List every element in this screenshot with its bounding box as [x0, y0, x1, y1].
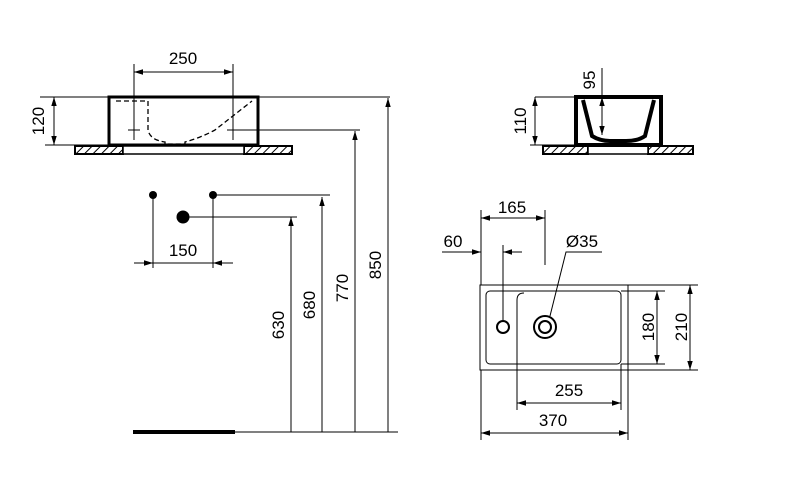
side-view: 110 95: [511, 68, 694, 155]
dim-630: 630: [269, 311, 288, 339]
top-view: 165 60 Ø35 180 210 255 370: [442, 198, 698, 440]
drain: [533, 315, 557, 339]
tap-hole: [496, 320, 510, 334]
dim-95: 95: [580, 71, 599, 90]
dim-120: 120: [29, 107, 48, 135]
dim-370: 370: [539, 411, 567, 430]
dim-165: 165: [498, 198, 526, 217]
dim-850: 850: [366, 251, 385, 279]
dim-diameter-35: Ø35: [566, 232, 598, 251]
basin-outline: [107, 95, 260, 147]
dim-210: 210: [672, 313, 691, 341]
dim-250: 250: [169, 49, 197, 68]
front-view: 250 120 150 630 680 770 850: [29, 49, 398, 434]
dim-60: 60: [444, 232, 463, 251]
dim-150: 150: [169, 241, 197, 260]
floor-line: [133, 430, 235, 434]
dim-680: 680: [300, 291, 319, 319]
dim-180: 180: [639, 313, 658, 341]
dim-110: 110: [511, 107, 530, 134]
dim-255: 255: [555, 381, 583, 400]
dim-770: 770: [333, 274, 352, 302]
basin-top-outline: [479, 284, 629, 371]
